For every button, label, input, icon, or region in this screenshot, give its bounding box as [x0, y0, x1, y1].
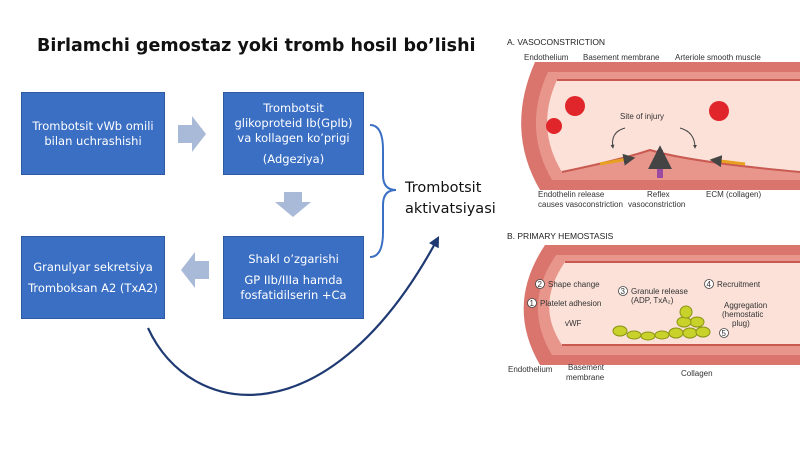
- label-shape-change: Shape change: [548, 280, 600, 289]
- activation-label: Trombotsit aktivatsiyasi: [405, 180, 496, 217]
- box-granule-secretion: Granulyar sekretsiya Tromboksan A2 (TxA2…: [21, 236, 165, 319]
- step-number: 3: [621, 287, 626, 296]
- box-line: glikoproteid Ib(GpIb): [234, 115, 353, 130]
- label-muscle-a: Arteriole smooth muscle: [675, 53, 761, 62]
- label-reflex-2: vasoconstriction: [628, 200, 685, 209]
- label-collagen: Collagen: [681, 369, 713, 378]
- curly-brace: [369, 124, 397, 258]
- label-ecm: ECM (collagen): [706, 190, 761, 199]
- label-aggregation-2: (hemostatic: [722, 310, 763, 319]
- box-line: Granulyar sekretsiya: [33, 259, 153, 274]
- label-endothelin-1: Endothelin release: [538, 190, 605, 199]
- box-line: Shakl o’zgarishi: [248, 252, 339, 266]
- arrow-right: [178, 116, 206, 152]
- box-shape-change: Shakl o’zgarishi GP IIb/IIIa hamda fosfa…: [223, 236, 364, 319]
- label-platelet-adhesion: Platelet adhesion: [540, 299, 601, 308]
- page-title: Birlamchi gemostaz yoki tromb hosil bo’l…: [37, 36, 476, 56]
- arrow-left: [181, 252, 209, 288]
- box-line: bilan uchrashishi: [44, 133, 142, 148]
- label-aggregation-3: plug): [732, 319, 750, 328]
- step-number: 1: [530, 299, 535, 308]
- box-line: Trombotsit: [263, 100, 324, 115]
- box-line: (Adgeziya): [262, 151, 325, 166]
- box-line: va kollagen ko’prigi: [237, 130, 350, 145]
- curved-arrow: [146, 236, 440, 396]
- label-recruitment: Recruitment: [717, 280, 761, 289]
- label-endothelium-b: Endothelium: [508, 365, 553, 374]
- box-line: Trombotsit vWb omili: [32, 118, 154, 133]
- step-number: 5: [722, 329, 727, 338]
- label-basement-b-2: membrane: [566, 373, 605, 382]
- label-basement-b-1: Basement: [568, 363, 605, 372]
- label-endothelin-2: causes vasoconstriction: [538, 200, 623, 209]
- label-granule-2: (ADP, TxA₂): [631, 296, 674, 305]
- label-basement-a: Basement membrane: [583, 53, 660, 62]
- label-site-of-injury: Site of injury: [620, 112, 664, 121]
- arrow-down: [275, 192, 311, 217]
- label-reflex-1: Reflex: [647, 190, 670, 199]
- box-line: GP IIb/IIIa hamda: [244, 273, 343, 287]
- panel-b-heading: B. PRIMARY HEMOSTASIS: [507, 231, 614, 241]
- label-aggregation-1: Aggregation: [724, 301, 767, 310]
- box-line: fosfatidilserin +Ca: [240, 288, 347, 302]
- box-vwf-encounter: Trombotsit vWb omili bilan uchrashishi: [21, 92, 165, 175]
- step-number: 2: [538, 280, 543, 289]
- box-line: Tromboksan A2 (TxA2): [28, 280, 158, 295]
- step-number: 4: [707, 280, 712, 289]
- label-granule-1: Granule release: [631, 287, 688, 296]
- label-endothelium-a: Endothelium: [524, 53, 569, 62]
- label-vwf: vWF: [565, 319, 582, 328]
- panel-a-heading: A. VASOCONSTRICTION: [507, 37, 605, 47]
- vessel-b: [523, 245, 800, 365]
- box-adhesion: Trombotsit glikoproteid Ib(GpIb) va koll…: [223, 92, 364, 175]
- vessel-a: [521, 62, 800, 190]
